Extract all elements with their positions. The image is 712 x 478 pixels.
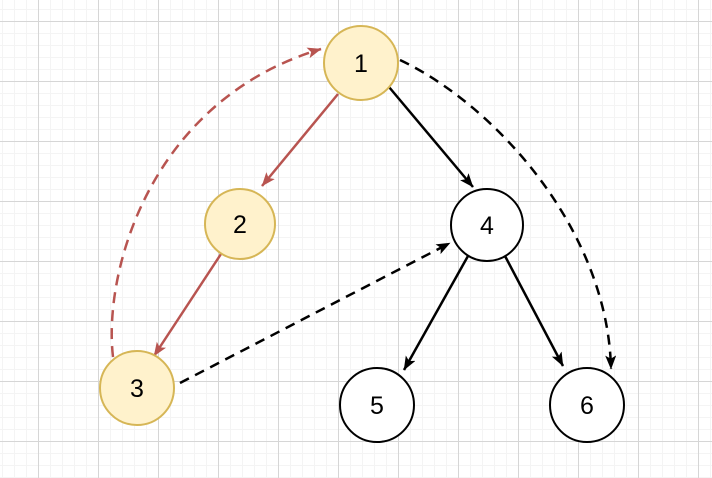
node-4-circle[interactable] [450, 188, 524, 262]
node-3-circle[interactable] [99, 350, 175, 426]
node-3-label: 3 [130, 375, 144, 403]
edge-1-to-2[interactable] [261, 93, 339, 187]
node-1[interactable]: 1 [323, 25, 399, 101]
node-5-circle[interactable] [339, 367, 415, 443]
node-6-label: 6 [580, 392, 594, 420]
node-2-circle[interactable] [204, 188, 276, 260]
node-3[interactable]: 3 [99, 350, 175, 426]
node-5-label: 5 [370, 392, 384, 420]
node-2[interactable]: 2 [204, 188, 276, 260]
node-4[interactable]: 4 [450, 188, 524, 262]
edge-4-to-5[interactable] [402, 255, 470, 371]
node-1-label: 1 [354, 50, 368, 78]
node-6-circle[interactable] [549, 367, 625, 443]
node-6[interactable]: 6 [549, 367, 625, 443]
node-1-circle[interactable] [323, 25, 399, 101]
edge-4-to-6[interactable] [503, 255, 565, 367]
node-4-label: 4 [480, 212, 494, 240]
node-5[interactable]: 5 [339, 367, 415, 443]
edge-3-to-1-dashed[interactable] [110, 47, 322, 358]
edge-1-to-4[interactable] [388, 86, 474, 188]
node-2-label: 2 [233, 211, 247, 239]
edge-2-to-3[interactable] [152, 253, 223, 357]
